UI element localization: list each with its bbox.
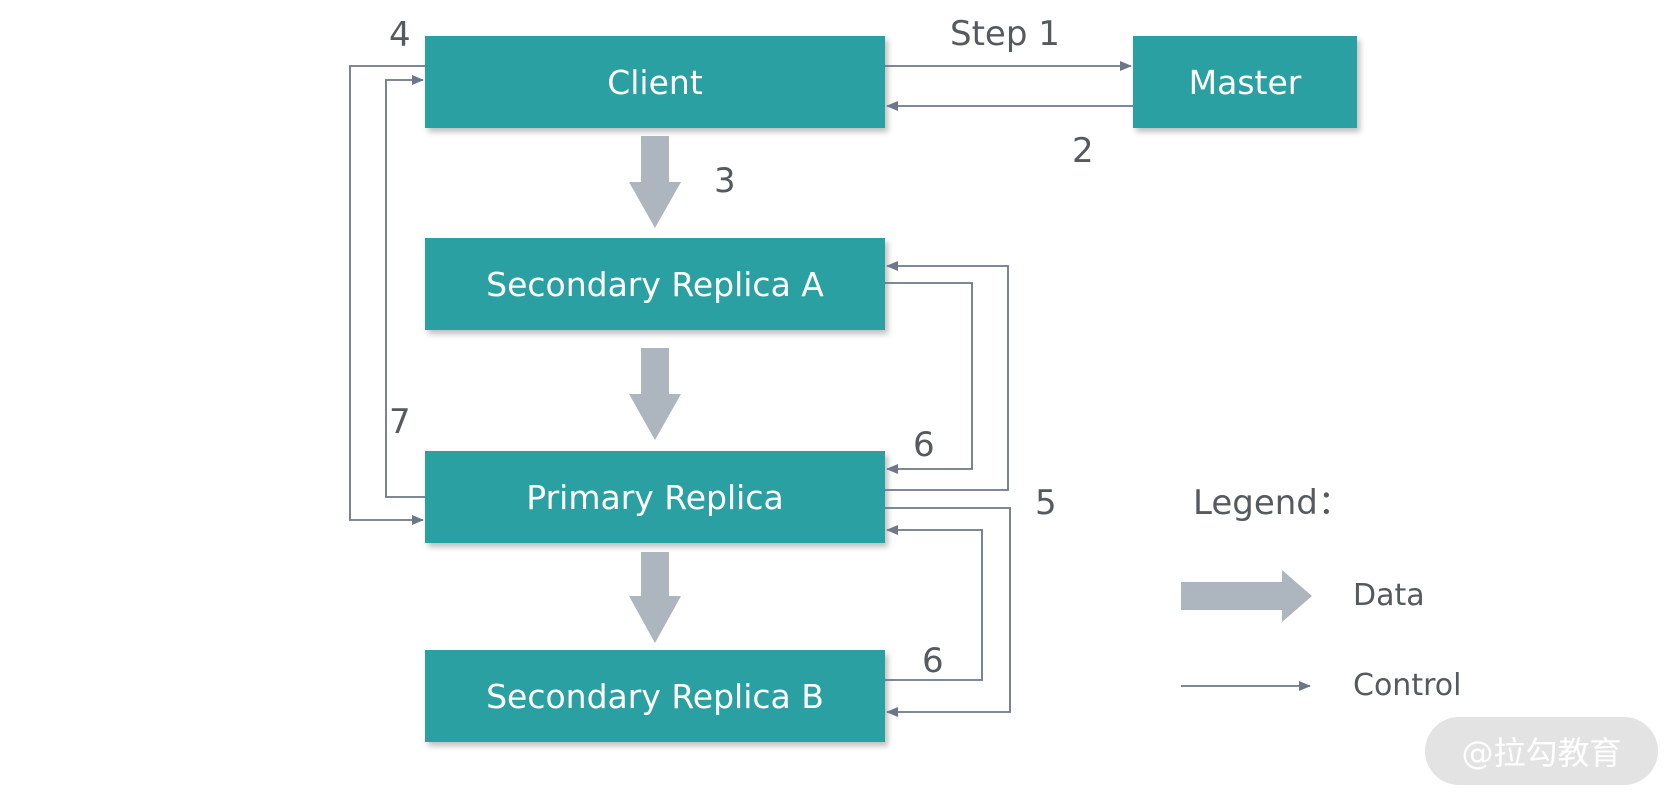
master-label: Master (1189, 63, 1302, 102)
primary-replica-label: Primary Replica (526, 478, 783, 517)
secondary-replica-b-label: Secondary Replica B (486, 677, 824, 716)
control-step7-primary-to-client (385, 75, 425, 498)
client-label: Client (607, 63, 703, 102)
step-4-label: 4 (389, 15, 411, 55)
legend-control-label: Control (1353, 668, 1461, 703)
master-node: Master (1133, 36, 1357, 128)
legend: Legend： Data Control (1181, 483, 1461, 703)
step-5-label: 5 (1035, 483, 1057, 523)
secondary-replica-b-node: Secondary Replica B (425, 650, 885, 742)
step-6b-label: 6 (922, 641, 944, 681)
step-6a-label: 6 (913, 425, 935, 465)
control-step5-primary-to-secondary-a (885, 261, 1009, 491)
secondary-replica-a-label: Secondary Replica A (486, 265, 824, 304)
legend-data-label: Data (1353, 578, 1425, 613)
primary-replica-node: Primary Replica (425, 451, 885, 543)
data-arrow-secondary-a-to-primary (629, 348, 681, 440)
step-2-label: 2 (1072, 131, 1094, 171)
secondary-replica-a-node: Secondary Replica A (425, 238, 885, 330)
step-3-label: 3 (714, 161, 736, 201)
legend-title: Legend： (1193, 483, 1352, 523)
control-step5-primary-to-secondary-b (885, 507, 1011, 717)
step-7-label: 7 (389, 402, 411, 442)
legend-data-arrow (1181, 570, 1312, 622)
control-step4-client-to-primary (349, 65, 425, 525)
control-step6-secondary-b-to-primary (885, 525, 983, 681)
watermark-badge: @拉勾教育 (1425, 717, 1658, 785)
client-node: Client (425, 36, 885, 128)
step-1-label: Step 1 (950, 14, 1060, 54)
data-arrow-client-to-secondary-a (629, 136, 681, 228)
control-step6-secondary-a-to-primary (885, 282, 973, 474)
data-arrow-primary-to-secondary-b (629, 552, 681, 643)
